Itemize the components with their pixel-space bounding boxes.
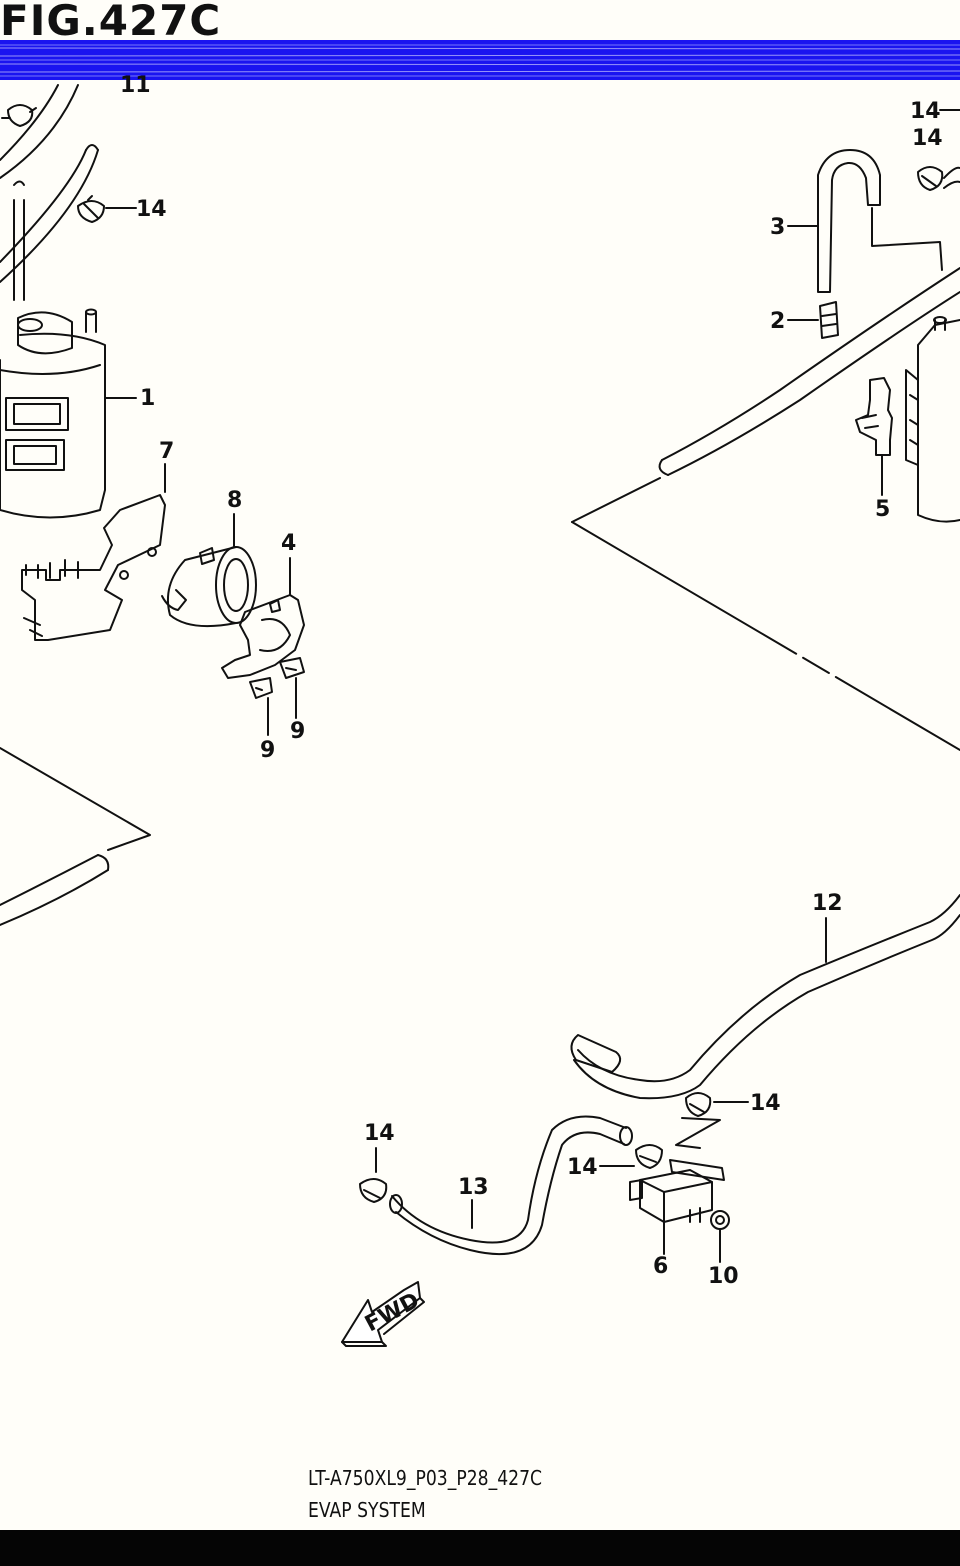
callout-9a: 9: [260, 738, 275, 763]
callout-9b: 9: [290, 719, 305, 744]
canister-right: [905, 316, 960, 523]
callout-14-mid: 14: [750, 1091, 781, 1116]
callout-10: 10: [708, 1264, 739, 1289]
bracket-7: [21, 463, 166, 641]
callout-14-top-right: 14: [910, 99, 941, 124]
bottom-bar: [0, 1530, 960, 1566]
clamp-14-right-top: [917, 166, 960, 191]
callout-8: 8: [227, 488, 242, 513]
hose-right-long: [658, 207, 960, 476]
callout-1: 1: [140, 386, 155, 411]
hose-13: [389, 1115, 633, 1256]
caption-code: LT-A750XL9_P03_P28_427C: [308, 1466, 543, 1490]
clamp-14-left: [77, 195, 137, 223]
clamp-14-mid: [685, 1092, 749, 1117]
callout-14-valve: 14: [567, 1155, 598, 1180]
bracket-5: [855, 377, 893, 496]
callout-2: 2: [770, 309, 785, 334]
callout-12: 12: [812, 891, 843, 916]
nut-10: [710, 1210, 730, 1263]
clamp-14-left-lower: [359, 1147, 388, 1203]
callout-14-lower-left: 14: [364, 1121, 395, 1146]
callout-14-right: 14: [912, 126, 943, 151]
callout-6: 6: [653, 1254, 668, 1279]
hose-left-top: [0, 84, 99, 301]
fitting-2: [787, 301, 839, 339]
hose-12-connector: [675, 1117, 721, 1149]
title-band: [0, 40, 960, 80]
bracket-4: [221, 557, 305, 679]
callout-11: 11: [120, 73, 151, 98]
grommet-8: [161, 513, 257, 628]
bolt-9b: [279, 657, 305, 719]
callout-13: 13: [458, 1175, 489, 1200]
clamp-left-top: [1, 104, 37, 127]
callout-14-left: 14: [136, 197, 167, 222]
callout-5: 5: [875, 497, 890, 522]
band-texture: [0, 44, 960, 77]
clamp-14-valve: [599, 1144, 663, 1169]
hose-left-lower: [0, 747, 151, 926]
figure-title: FIG.427C: [0, 0, 222, 45]
canister-left: [0, 308, 106, 519]
fwd-arrow: [341, 1281, 425, 1347]
caption-name: EVAP SYSTEM: [308, 1498, 426, 1522]
bolt-9a: [249, 677, 273, 736]
hose-3: [787, 149, 881, 293]
callout-4: 4: [281, 531, 296, 556]
callout-7: 7: [159, 439, 174, 464]
hose-12: [570, 894, 960, 1100]
callout-3: 3: [770, 215, 785, 240]
fwd-label: FWD: [361, 1288, 424, 1337]
valve-6: [629, 1159, 725, 1255]
